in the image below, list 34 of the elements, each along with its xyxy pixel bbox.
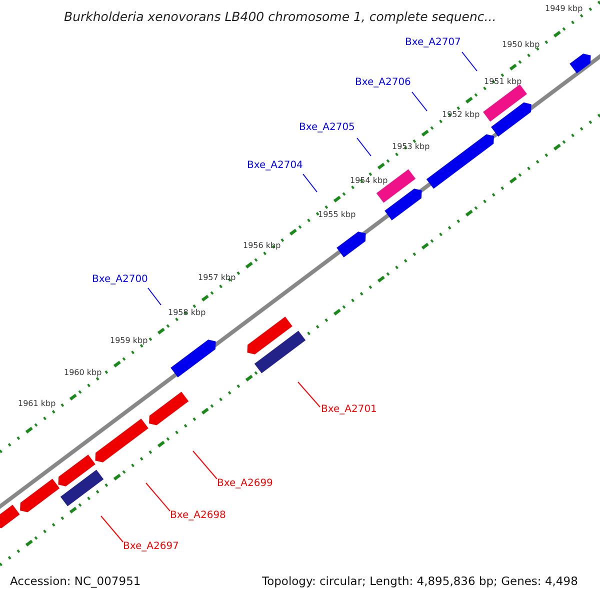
gene-label: Bxe_A2706 (355, 78, 411, 88)
scale-label: 1952 kbp (442, 111, 480, 119)
info-text: Topology: circular; Length: 4,895,836 bp; Genes: 4,498 (262, 576, 578, 588)
scale-label: 1959 kbp (110, 337, 148, 345)
leader-line (298, 382, 320, 408)
scale-label: 1957 kbp (198, 274, 236, 282)
title: Burkholderia xenovorans LB400 chromosome 1, complete sequenc... (64, 11, 496, 24)
gene-label: Bxe_A2697 (123, 542, 179, 552)
scale-label: 1953 kbp (392, 143, 430, 151)
scale-label: 1961 kbp (18, 400, 56, 408)
leader-line (100, 516, 124, 542)
leader-line (146, 482, 170, 512)
scale-label: 1955 kbp (318, 211, 356, 219)
gene-label: Bxe_A2705 (299, 123, 355, 133)
scale-label: 1960 kbp (64, 369, 102, 377)
leader-line (356, 138, 372, 156)
gene-label: Bxe_A2704 (247, 161, 303, 171)
info-text: Accession: NC_007951 (10, 576, 141, 588)
gene-label: Bxe_A2699 (217, 479, 273, 489)
leader-line (192, 450, 218, 480)
scale-label: 1951 kbp (484, 78, 522, 86)
scale-label: 1956 kbp (243, 242, 281, 250)
leader-line (412, 92, 428, 112)
scale-label: 1950 kbp (502, 41, 540, 49)
gene-label: Bxe_A2701 (321, 405, 377, 415)
gene-label: Bxe_A2698 (170, 511, 226, 521)
leader-line (302, 174, 318, 192)
gene-label: Bxe_A2707 (405, 38, 461, 48)
leader-line (148, 288, 162, 306)
scale-label: 1954 kbp (350, 177, 388, 185)
leader-line (462, 52, 478, 72)
scale-label: 1958 kbp (168, 309, 206, 317)
gene-label: Bxe_A2700 (92, 275, 148, 285)
scale-label: 1949 kbp (545, 5, 583, 13)
